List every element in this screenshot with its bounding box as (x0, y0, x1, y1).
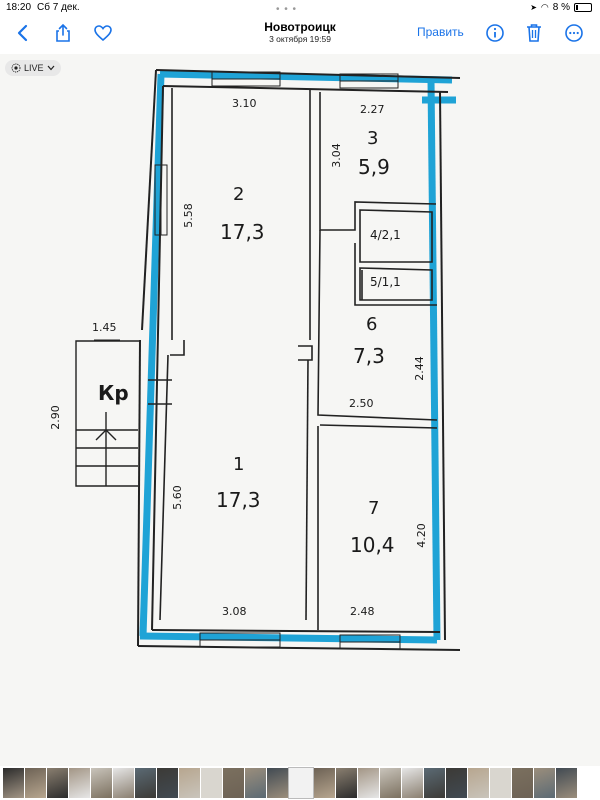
favorite-button[interactable] (90, 20, 116, 46)
photo-thumbnail[interactable] (402, 768, 423, 798)
photo-date: 3 октября 19:59 (269, 34, 331, 44)
photo-thumbnail[interactable] (135, 768, 156, 798)
dim-room6-side: 2.44 (412, 356, 426, 381)
photo-thumbnail[interactable] (91, 768, 112, 798)
photo-thumbnail[interactable] (288, 767, 314, 799)
trash-icon (527, 24, 541, 42)
photo-thumbnail[interactable] (380, 768, 401, 798)
more-icon (565, 24, 583, 42)
more-button[interactable] (561, 20, 587, 46)
dim-room1-side: 5.60 (170, 485, 184, 510)
dim-room7-bottom: 2.48 (350, 605, 375, 618)
share-icon (56, 23, 70, 42)
delete-button[interactable] (521, 20, 547, 46)
dim-room2-top: 3.10 (232, 97, 257, 110)
page-dots: • • • (276, 4, 298, 15)
room2-area: 17,3 (220, 220, 265, 244)
album-title: Новотроицк (264, 20, 336, 34)
info-icon (486, 24, 504, 42)
photo-thumbnail[interactable] (69, 768, 90, 798)
photo-thumbnail[interactable] (512, 768, 533, 798)
location-icon: ➤ (530, 3, 537, 12)
photo-thumbnail[interactable] (358, 768, 379, 798)
dim-porch-top: 1.45 (92, 321, 117, 334)
dim-porch-side: 2.90 (48, 405, 62, 430)
dim-room1-bottom: 3.08 (222, 605, 247, 618)
dim-room2-side: 5.58 (181, 203, 195, 228)
room4-label: 4/2,1 (370, 228, 401, 242)
battery-text: 8 % (552, 2, 570, 13)
photo-thumbnail[interactable] (468, 768, 489, 798)
room3-number: 3 (367, 128, 379, 149)
room7-area: 10,4 (350, 533, 395, 557)
room3-area: 5,9 (358, 155, 390, 179)
photo-view[interactable] (0, 54, 600, 766)
nav-bar: Новотроицк 3 октября 19:59 Править (0, 16, 600, 50)
room2-number: 2 (233, 184, 245, 205)
photo-thumbnail[interactable] (556, 768, 577, 798)
heart-icon (94, 25, 112, 42)
share-button[interactable] (50, 20, 76, 46)
photo-thumbnail[interactable] (3, 768, 24, 798)
battery-icon (574, 3, 592, 12)
room1-area: 17,3 (216, 488, 261, 512)
photo-thumbnail[interactable] (314, 768, 335, 798)
status-date: Сб 7 дек. (37, 2, 80, 13)
room7-number: 7 (368, 498, 380, 519)
photo-thumbnail[interactable] (446, 768, 467, 798)
photo-thumbnail[interactable] (113, 768, 134, 798)
dim-room6-bottom: 2.50 (349, 397, 374, 410)
dim-room7-side: 4.20 (414, 523, 428, 548)
photo-thumbnail[interactable] (179, 768, 200, 798)
edit-button[interactable]: Править (417, 25, 464, 39)
back-button[interactable] (10, 20, 36, 46)
room6-area: 7,3 (353, 344, 385, 368)
photo-thumbnail[interactable] (201, 768, 222, 798)
photo-thumbnail[interactable] (534, 768, 555, 798)
photo-thumbnail[interactable] (336, 768, 357, 798)
photo-thumbnail[interactable] (267, 768, 288, 798)
photo-thumbnail[interactable] (490, 768, 511, 798)
live-label: LIVE (24, 63, 44, 73)
dim-room3-top: 2.27 (360, 103, 385, 116)
thumbnail-strip[interactable] (0, 766, 600, 800)
dim-room3-side: 3.04 (329, 143, 343, 168)
photo-thumbnail[interactable] (47, 768, 68, 798)
photo-thumbnail[interactable] (157, 768, 178, 798)
room1-number: 1 (233, 454, 245, 475)
wifi-icon: ◠ (540, 2, 549, 12)
photo-thumbnail[interactable] (245, 768, 266, 798)
porch-label: Кр (98, 381, 129, 405)
info-button[interactable] (482, 20, 508, 46)
photo-thumbnail[interactable] (223, 768, 244, 798)
status-time: 18:20 (6, 2, 32, 13)
status-bar: 18:20 Сб 7 дек. • • • ➤ ◠ 8 % (0, 0, 600, 16)
status-indicators: ➤ ◠ 8 % (530, 2, 592, 13)
chevron-down-icon (47, 65, 54, 71)
photo-thumbnail[interactable] (424, 768, 445, 798)
live-photo-button[interactable]: LIVE (5, 60, 61, 76)
room5-label: 5/1,1 (370, 275, 401, 289)
room6-number: 6 (366, 314, 378, 335)
chevron-left-icon (17, 24, 28, 42)
photo-thumbnail[interactable] (25, 768, 46, 798)
live-icon (11, 63, 21, 73)
